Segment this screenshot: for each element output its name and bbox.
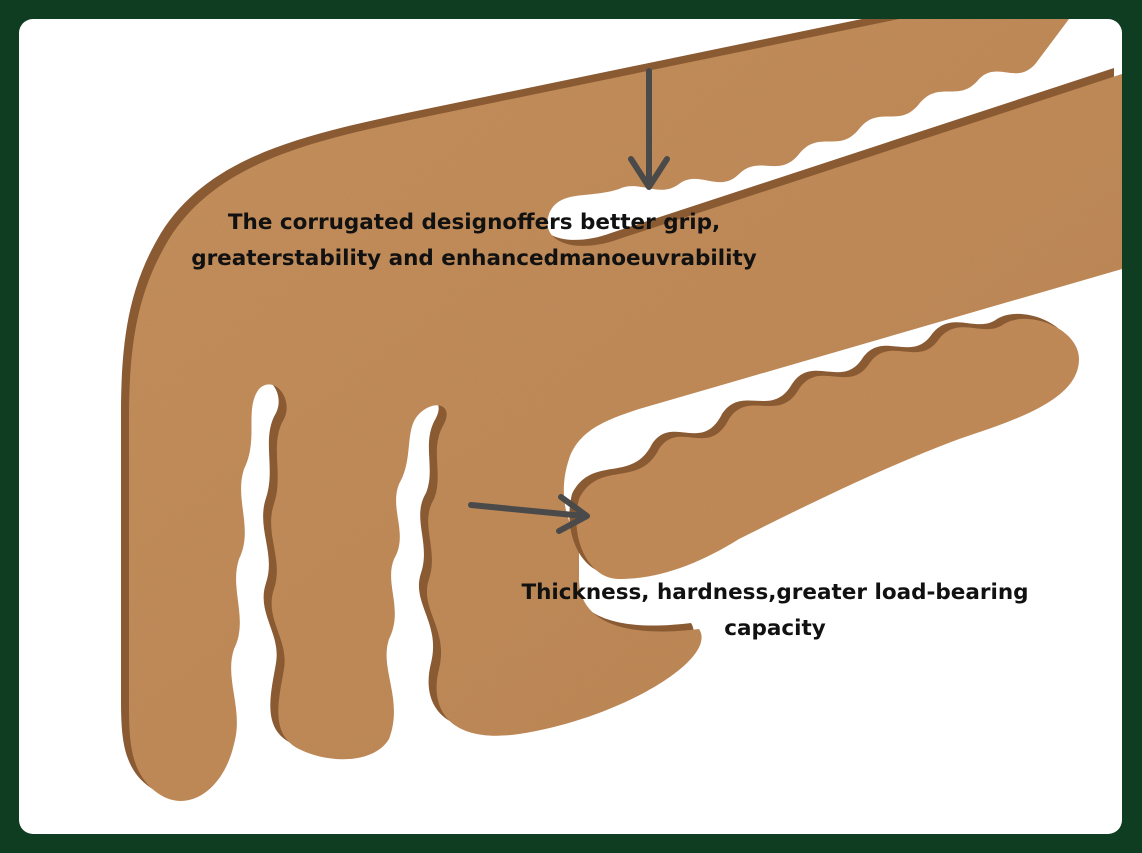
arrow-right-icon xyxy=(468,494,590,534)
grip-caption: The corrugated designoffers better grip,… xyxy=(169,205,779,277)
cardboard-tool-photo xyxy=(121,19,1122,801)
image-panel: The corrugated designoffers better grip,… xyxy=(19,19,1122,834)
lower-jaw xyxy=(569,313,1079,579)
grip-caption-line2: greaterstability and enhancedmanoeuvrabi… xyxy=(191,246,757,271)
thickness-caption-line1: Thickness, hardness,greater load-bearing xyxy=(521,580,1029,605)
grip-caption-line1: The corrugated designoffers better grip, xyxy=(227,210,721,235)
thickness-caption: Thickness, hardness,greater load-bearing… xyxy=(495,575,1055,647)
arrow-down-icon xyxy=(628,68,670,190)
cardboard-face xyxy=(129,19,1122,801)
thickness-caption-line2: capacity xyxy=(724,616,826,641)
